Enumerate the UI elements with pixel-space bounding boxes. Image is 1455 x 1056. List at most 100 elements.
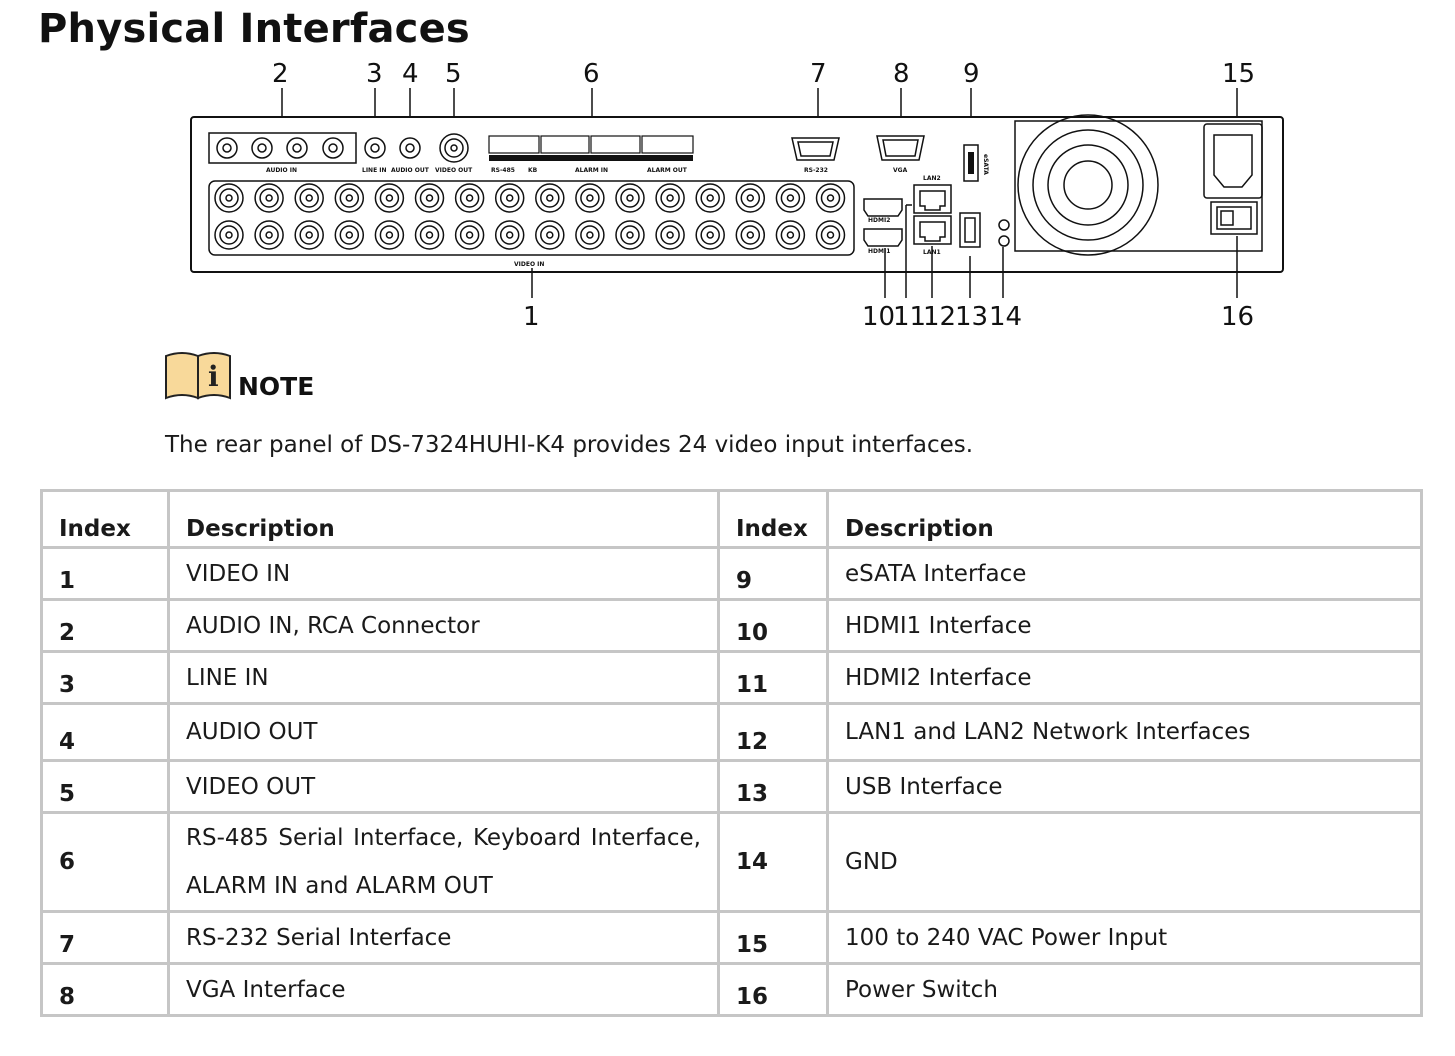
bnc-connector	[254, 183, 284, 213]
description-cell: eSATA Interface	[826, 546, 1423, 601]
table-row: 3 LINE IN 11 HDMI2 Interface	[40, 650, 1423, 705]
index-cell: 16	[717, 962, 829, 1017]
bnc-connector	[494, 183, 525, 213]
callouts-bottom: 1 10 11 12 13 14 16	[523, 302, 1254, 332]
table-row: 5 VIDEO OUT 13 USB Interface	[40, 759, 1423, 814]
label-hdmi1: HDMI1	[868, 248, 890, 255]
description-cell: Power Switch	[826, 962, 1423, 1017]
bnc-connector	[294, 183, 324, 213]
callout-10: 10	[862, 302, 895, 332]
label-kb: KB	[528, 167, 538, 174]
index-cell: 7	[40, 910, 170, 965]
table-row: 1 VIDEO IN 9 eSATA Interface	[40, 546, 1423, 601]
header-description-2: Description	[826, 489, 1423, 549]
description-cell: GND	[826, 811, 1423, 913]
bnc-connector	[546, 231, 554, 239]
description-cell: AUDIO OUT	[167, 702, 720, 762]
bnc-connector	[465, 194, 474, 202]
bnc-connector	[540, 225, 560, 245]
callout-2: 2	[272, 59, 289, 89]
bnc-connector	[826, 194, 835, 202]
bnc-connector	[620, 188, 640, 208]
bnc-connector	[385, 194, 394, 202]
bnc-connector	[345, 231, 354, 239]
bnc-connector	[615, 183, 645, 213]
bnc-connector	[786, 231, 795, 239]
power-switch	[1210, 201, 1258, 235]
hdmi2-port	[863, 198, 903, 217]
index-cell: 13	[717, 759, 829, 814]
bnc-connector	[385, 231, 394, 239]
bnc-connector	[419, 225, 440, 245]
bnc-connector	[414, 220, 445, 250]
usb-port	[959, 212, 981, 248]
bnc-connector	[780, 188, 801, 208]
header-description-1: Description	[167, 489, 720, 549]
description-cell: LAN1 and LAN2 Network Interfaces	[826, 702, 1423, 762]
svg-text:i: i	[208, 360, 219, 393]
callout-15: 15	[1222, 59, 1255, 89]
index-cell: 12	[717, 702, 829, 762]
bnc-connector	[259, 188, 279, 208]
bnc-connector	[219, 188, 239, 208]
lan2-port	[913, 184, 952, 214]
description-cell: LINE IN	[167, 650, 720, 705]
index-cell: 1	[40, 546, 170, 601]
label-rs232: RS-232	[804, 167, 828, 174]
bnc-connector	[700, 225, 720, 245]
bnc-connector	[265, 231, 273, 239]
callout-16: 16	[1221, 302, 1254, 332]
index-cell: 8	[40, 962, 170, 1017]
bnc-connector	[305, 194, 313, 202]
callout-8: 8	[893, 59, 910, 89]
bnc-connector	[339, 188, 360, 208]
bnc-connector	[535, 183, 565, 213]
bnc-connector	[740, 225, 761, 245]
bnc-connector	[695, 220, 725, 250]
bnc-connector	[294, 220, 324, 250]
bnc-connector	[815, 183, 846, 213]
bnc-connector	[586, 231, 594, 239]
bnc-connector	[735, 183, 766, 213]
index-cell: 5	[40, 759, 170, 814]
bnc-connector	[254, 220, 284, 250]
bnc-connector	[780, 225, 801, 245]
bnc-connector	[225, 231, 233, 239]
table-row: 8 VGA Interface 16 Power Switch	[40, 962, 1423, 1017]
bnc-connector	[334, 183, 365, 213]
rs232-port	[791, 137, 840, 161]
callout-11: 11	[893, 302, 926, 332]
label-esata: eSATA	[982, 154, 989, 175]
callout-6: 6	[583, 59, 600, 89]
index-cell: 14	[717, 811, 829, 913]
bnc-connector	[695, 183, 725, 213]
bnc-connector	[299, 225, 319, 245]
bnc-connector	[499, 225, 520, 245]
index-cell: 9	[717, 546, 829, 601]
fan-grille	[1017, 114, 1159, 256]
audio-in-connectors	[216, 137, 344, 159]
description-cell: VIDEO IN	[167, 546, 720, 601]
bnc-connector	[775, 220, 806, 250]
bnc-connector	[706, 231, 714, 239]
bnc-connector	[626, 231, 634, 239]
bnc-connector	[586, 194, 594, 202]
bnc-connector	[540, 188, 560, 208]
index-cell: 3	[40, 650, 170, 705]
label-audio-in: AUDIO IN	[266, 167, 297, 174]
callout-5: 5	[445, 59, 462, 89]
note-text: The rear panel of DS-7324HUHI-K4 provide…	[165, 432, 974, 458]
bnc-connector	[459, 225, 480, 245]
bnc-connector	[575, 220, 605, 250]
bnc-connector	[746, 194, 755, 202]
description-cell: HDMI2 Interface	[826, 650, 1423, 705]
index-cell: 2	[40, 598, 170, 653]
gnd-terminal	[998, 219, 1010, 247]
bnc-connector	[305, 231, 313, 239]
label-video-out: VIDEO OUT	[435, 167, 473, 174]
bnc-connector	[459, 188, 480, 208]
label-video-in: VIDEO IN	[514, 261, 544, 268]
bnc-connector	[419, 188, 440, 208]
bnc-connector	[706, 194, 714, 202]
bnc-connector	[379, 188, 400, 208]
